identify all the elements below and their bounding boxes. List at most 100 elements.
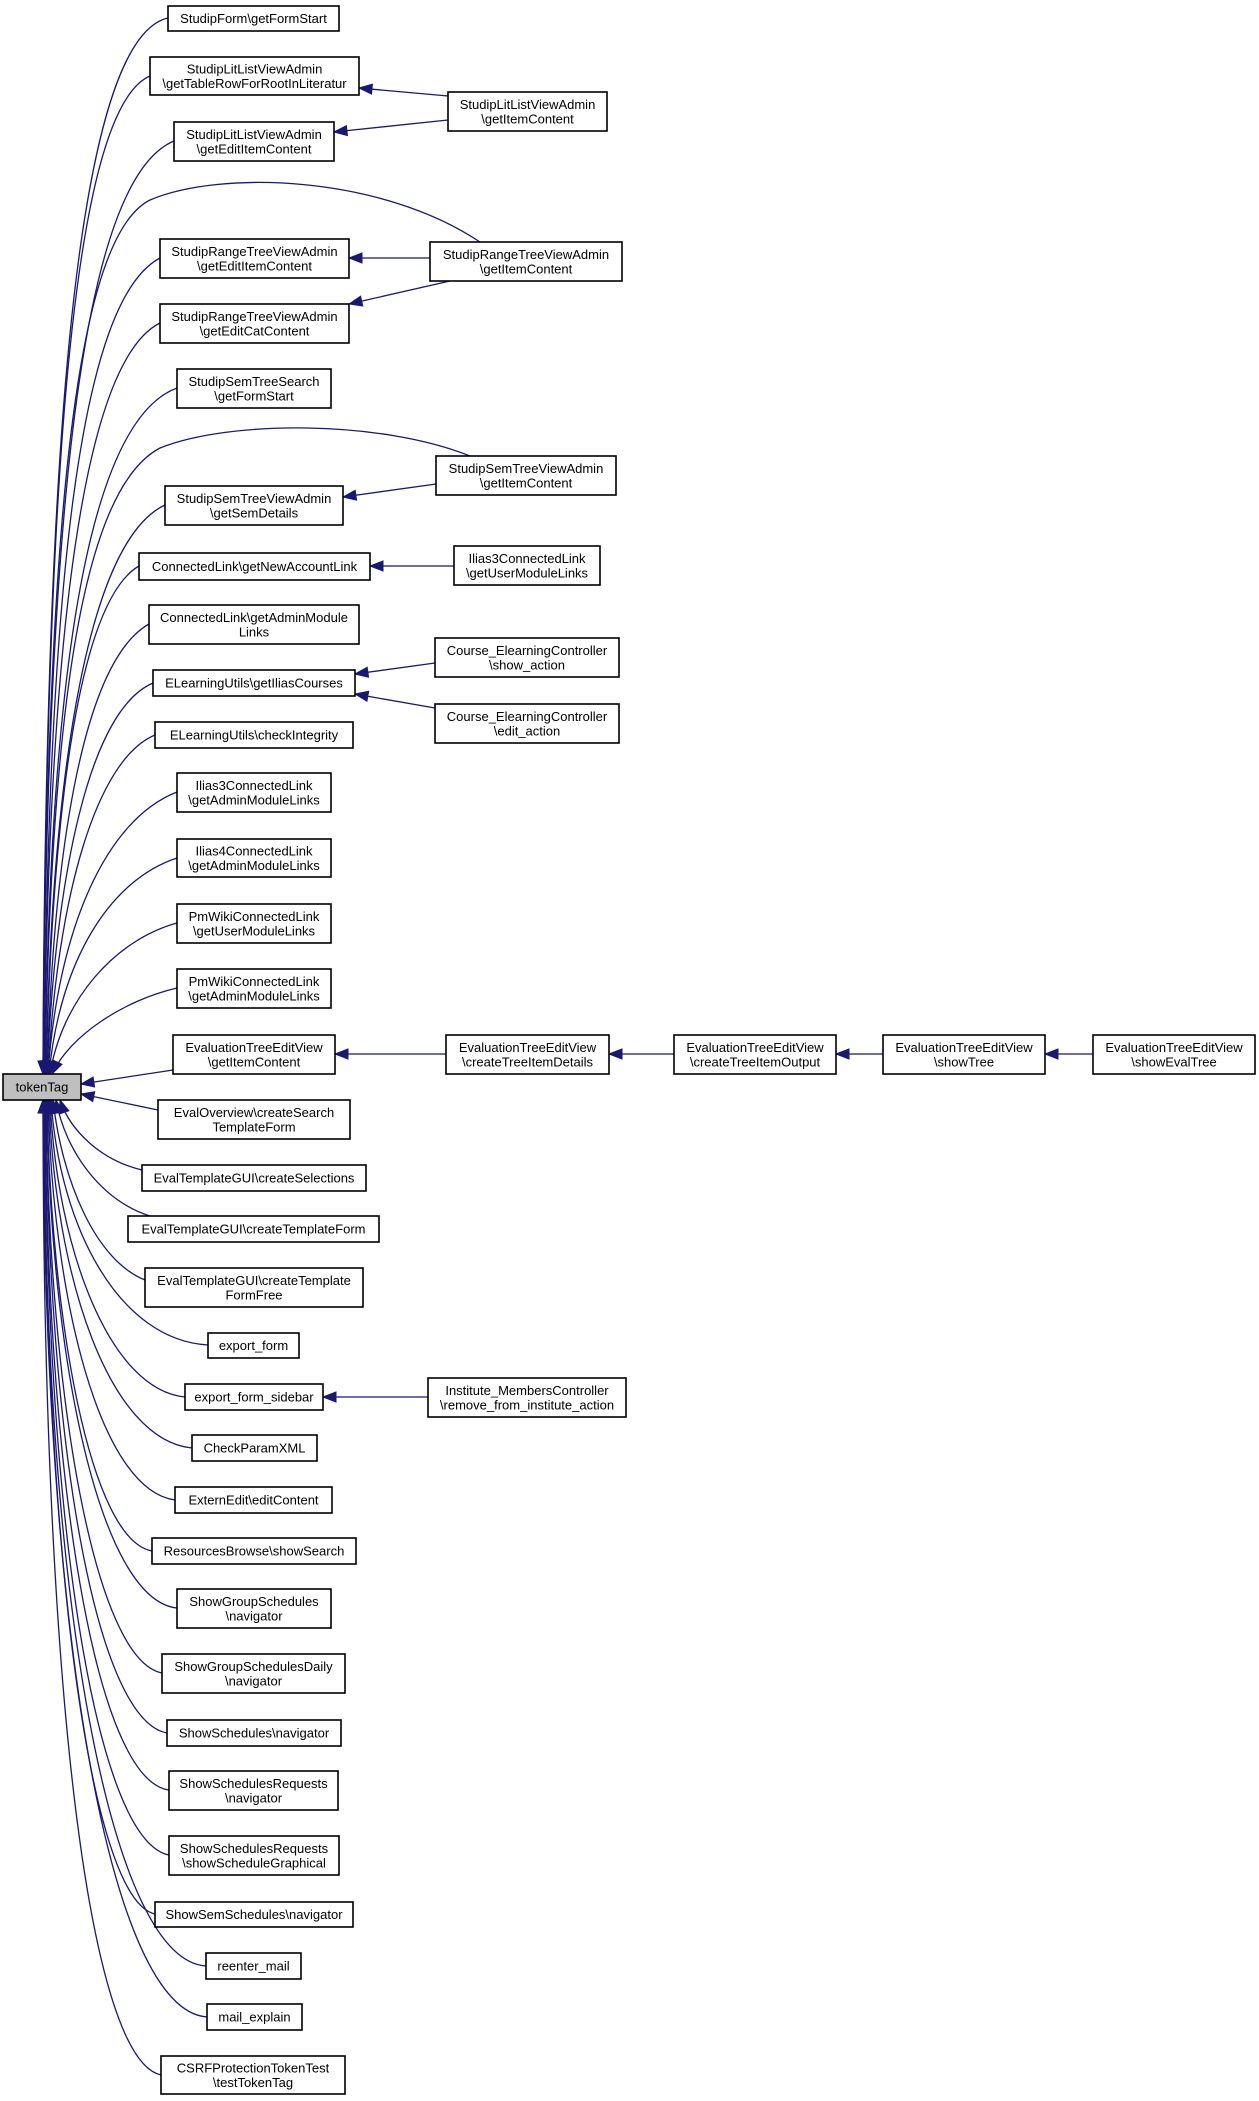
graph-node[interactable]: StudipLitListViewAdmin\getTableRowForRoo… <box>149 56 360 96</box>
graph-node[interactable]: ShowGroupSchedules\navigator <box>176 1588 332 1629</box>
node-label: Course_ElearningController <box>447 643 608 658</box>
node-box <box>434 703 620 744</box>
node-box <box>167 5 340 32</box>
graph-node[interactable]: Ilias3ConnectedLink\getUserModuleLinks <box>453 545 601 586</box>
graph-node[interactable]: ResourcesBrowse\showSearch <box>151 1537 357 1565</box>
node-label: \getAdminModuleLinks <box>188 988 320 1003</box>
graph-node[interactable]: EvaluationTreeEditView\showTree <box>882 1034 1046 1075</box>
node-label: export_form <box>219 1338 288 1353</box>
edge-line <box>59 1099 143 1171</box>
graph-node[interactable]: ShowSchedulesRequests\showScheduleGraphi… <box>168 1835 340 1876</box>
graph-node[interactable]: EvalTemplateGUI\createSelections <box>141 1164 367 1192</box>
graph-node[interactable]: CSRFProtectionTokenTest\testTokenTag <box>160 2055 346 2095</box>
graph-node[interactable]: ELearningUtils\checkIntegrity <box>154 721 354 749</box>
node-box <box>176 903 332 944</box>
node-label: ConnectedLink\getNewAccountLink <box>152 559 358 574</box>
node-box <box>427 1377 627 1418</box>
graph-node[interactable]: Institute_MembersController\remove_from_… <box>427 1377 627 1418</box>
graph-node[interactable]: StudipRangeTreeViewAdmin\getItemContent <box>429 241 623 282</box>
edge-line <box>48 857 178 1075</box>
graph-node[interactable]: StudipSemTreeSearch\getFormStart <box>176 368 332 409</box>
graph-node[interactable]: export_form_sidebar <box>184 1383 324 1411</box>
node-label: \getAdminModuleLinks <box>188 792 320 807</box>
graph-node[interactable]: StudipRangeTreeViewAdmin\getEditItemCont… <box>159 238 350 279</box>
graph-node[interactable]: ConnectedLink\getNewAccountLink <box>138 552 371 581</box>
node-box <box>882 1034 1046 1075</box>
graph-node[interactable]: Ilias3ConnectedLink\getAdminModuleLinks <box>176 772 332 813</box>
node-box <box>435 455 617 496</box>
node-box <box>127 1215 380 1243</box>
graph-node[interactable]: ShowGroupSchedulesDaily\navigator <box>161 1653 346 1694</box>
graph-node[interactable]: StudipSemTreeViewAdmin\getSemDetails <box>164 485 344 526</box>
edge-line <box>44 1099 170 1856</box>
edge-n4-to-root <box>38 257 161 1076</box>
graph-node[interactable]: Course_ElearningController\show_action <box>434 637 620 678</box>
graph-node[interactable]: StudipLitListViewAdmin\getEditItemConten… <box>173 121 335 162</box>
node-label: ExternEdit\editContent <box>188 1493 318 1508</box>
graph-node[interactable]: mail_explain <box>206 2003 303 2031</box>
graph-node[interactable]: Ilias4ConnectedLink\getAdminModuleLinks <box>176 838 332 878</box>
edge-n7-to-root <box>40 504 166 1076</box>
graph-node[interactable]: EvaluationTreeEditView\createTreeItemOut… <box>673 1034 837 1075</box>
edge-line <box>49 922 178 1075</box>
graph-node[interactable]: export_form <box>207 1332 300 1359</box>
graph-node[interactable]: StudipForm\getFormStart <box>167 5 340 32</box>
arrowhead-icon <box>347 252 363 264</box>
arrowhead-icon <box>321 1391 337 1403</box>
graph-node[interactable]: EvaluationTreeEditView\showEvalTree <box>1092 1034 1256 1075</box>
graph-node[interactable]: Course_ElearningController\edit_action <box>434 703 620 744</box>
graph-node[interactable]: EvalTemplateGUI\createTemplateForm <box>127 1215 380 1243</box>
graph-node[interactable]: PmWikiConnectedLink\getAdminModuleLinks <box>176 968 332 1009</box>
graph-node[interactable]: StudipLitListViewAdmin\getItemContent <box>447 91 608 132</box>
graph-node[interactable]: reenter_mail <box>205 1952 302 1980</box>
node-label: \edit_action <box>494 723 561 738</box>
root-node[interactable]: tokenTag <box>2 1073 82 1101</box>
graph-node[interactable]: ShowSchedulesRequests\navigator <box>168 1770 339 1811</box>
graph-node[interactable]: ConnectedLink\getAdminModuleLinks <box>148 604 360 645</box>
graph-node[interactable]: ShowSchedules\navigator <box>166 1719 342 1747</box>
node-label: \getEditCatContent <box>200 323 310 338</box>
node-label: \testTokenTag <box>213 2075 293 2090</box>
node-box <box>206 2003 303 2031</box>
edge-line <box>46 623 150 1075</box>
node-label: \getItemContent <box>208 1054 301 1069</box>
node-label: \navigator <box>225 1790 283 1805</box>
graph-node[interactable]: EvaluationTreeEditView\getItemContent <box>172 1034 336 1075</box>
edge-line <box>51 987 178 1075</box>
node-box <box>176 1588 332 1629</box>
graph-node[interactable]: ShowSemSchedules\navigator <box>154 1901 354 1928</box>
graph-node[interactable]: ELearningUtils\getIliasCourses <box>152 669 356 697</box>
graph-node[interactable]: ExternEdit\editContent <box>174 1486 333 1514</box>
graph-node[interactable]: StudipRangeTreeViewAdmin\getEditCatConte… <box>159 303 350 344</box>
arrowhead-icon <box>341 489 358 501</box>
node-label: CSRFProtectionTokenTest <box>177 2060 330 2075</box>
edge-line <box>45 1099 163 1674</box>
node-label: EvaluationTreeEditView <box>686 1040 824 1055</box>
arrowhead-icon <box>332 124 349 137</box>
graph-node[interactable]: StudipSemTreeViewAdmin\getItemContent <box>435 455 617 496</box>
edge-line <box>46 1099 153 1552</box>
node-box <box>168 1835 340 1876</box>
arrowhead-icon <box>1043 1048 1059 1060</box>
arrowhead-icon <box>368 560 384 572</box>
node-label: EvalTemplateGUI\createTemplateForm <box>142 1222 366 1237</box>
edge-line <box>44 427 471 1075</box>
node-label: \getItemContent <box>480 261 573 276</box>
node-box <box>184 1383 324 1411</box>
edge-line <box>46 682 154 1075</box>
graph-node[interactable]: EvaluationTreeEditView\createTreeItemDet… <box>445 1034 610 1075</box>
node-box <box>144 1267 364 1308</box>
node-box <box>159 238 350 279</box>
node-label: export_form_sidebar <box>194 1390 314 1405</box>
edge-n16-to-root <box>79 1069 174 1088</box>
edge-line <box>49 1099 186 1398</box>
node-box <box>429 241 623 282</box>
node-label: ShowGroupSchedulesDaily <box>174 1659 333 1674</box>
edge-e2-to-e1 <box>607 1048 674 1060</box>
node-label: EvalTemplateGUI\createTemplate <box>157 1273 351 1288</box>
arrowhead-icon <box>834 1048 850 1060</box>
graph-node[interactable]: CheckParamXML <box>191 1434 318 1462</box>
graph-node[interactable]: PmWikiConnectedLink\getUserModuleLinks <box>176 903 332 944</box>
